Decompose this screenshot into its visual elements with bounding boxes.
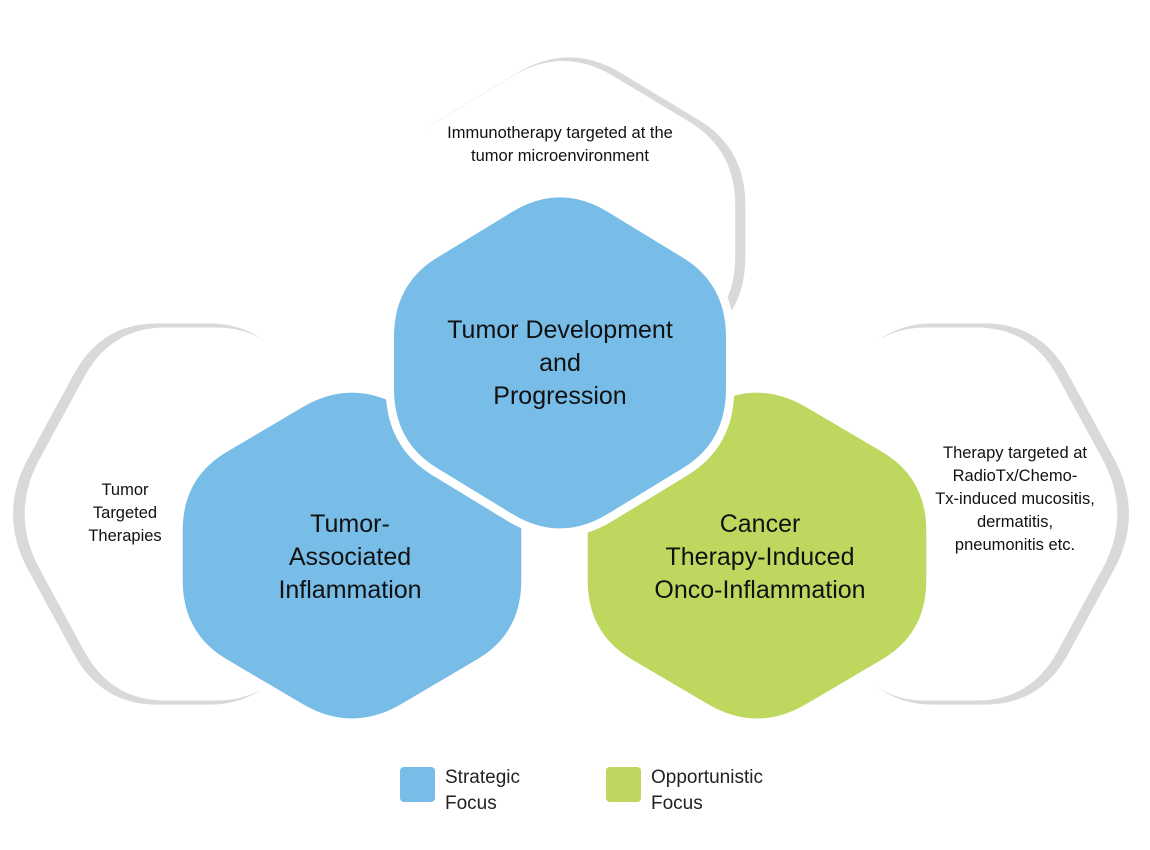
legend-label-strategic: Strategic Focus [445, 767, 520, 814]
title-tumor-associated: Tumor- Associated Inflammation [278, 510, 422, 604]
legend-swatch-opportunistic [606, 767, 641, 802]
note-left: Tumor Targeted Therapies [88, 481, 162, 545]
legend-swatch-strategic [400, 767, 435, 802]
legend-label-opportunistic: Opportunistic Focus [651, 767, 763, 814]
legend-opportunistic: Opportunistic Focus [606, 765, 791, 817]
title-tumor-development: Tumor Development and Progression [447, 316, 673, 410]
note-right: Therapy targeted at RadioTx/Chemo- Tx-in… [935, 444, 1095, 554]
title-cancer-therapy: Cancer Therapy-Induced Onco-Inflammation [654, 510, 866, 604]
legend-strategic: Strategic Focus [400, 765, 585, 817]
note-top: Immunotherapy targeted at the tumor micr… [447, 124, 673, 165]
